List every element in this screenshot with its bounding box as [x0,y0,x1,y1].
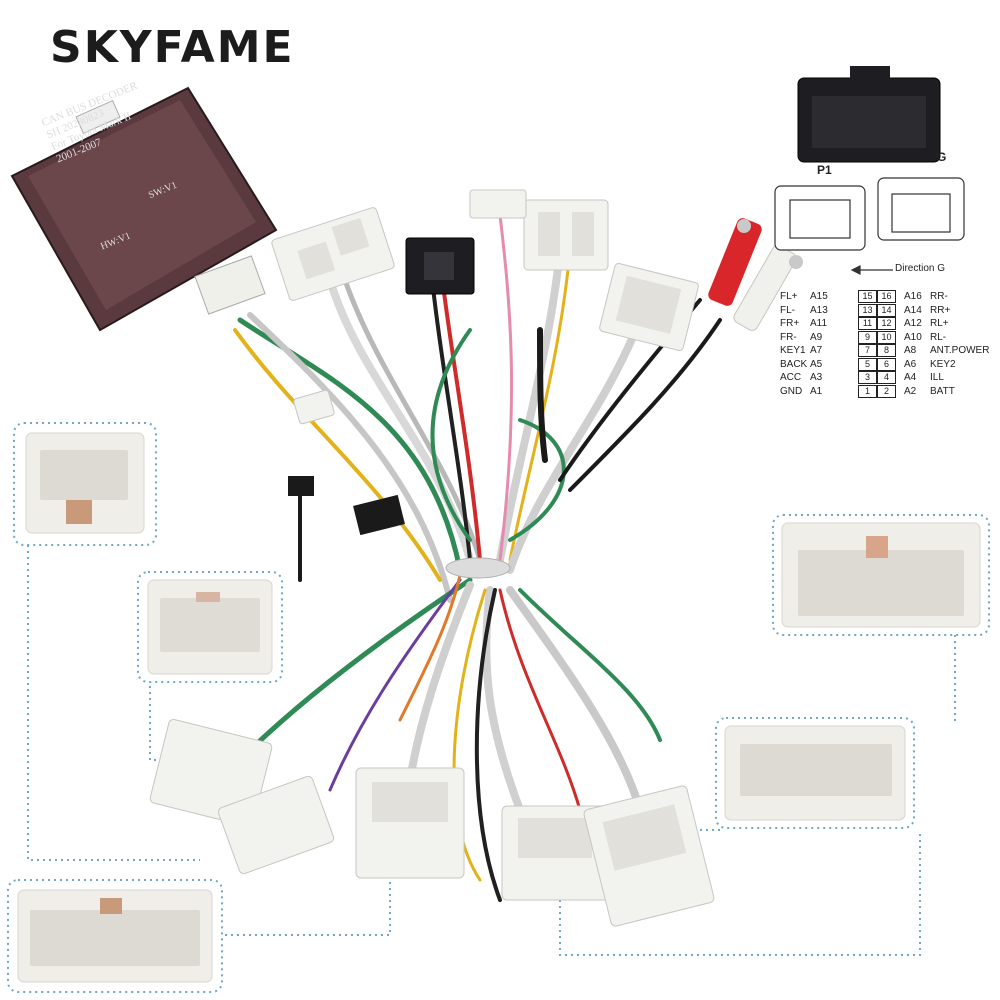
pin-left-name: FL- [780,304,795,316]
pin-right-number: 4 [877,371,896,384]
pinout-row: FL- A13 13 14 A14 RR+ [780,303,995,318]
pin-left-number: 15 [858,290,877,303]
pin-left-number: 3 [858,371,877,384]
pin-left-code: A1 [810,385,823,397]
connector-black [405,237,475,295]
pinout-row: FR+ A11 11 12 A12 RL+ [780,317,995,331]
pin-right-code: A4 [904,372,917,383]
pin-right-code: A16 [904,291,922,302]
pin-left-number: 5 [858,357,877,371]
connector-top-left [271,207,395,301]
pin-left-number: 13 [858,303,877,317]
connector-top-center [469,189,609,271]
callout-box-5 [715,717,915,829]
pin-left-code: A15 [810,291,828,302]
connector-bottom-3 [355,767,465,879]
pinout-row: KEY1 A7 7 8 A8 ANT.POWER [780,344,995,358]
pin-right-name: RL- [930,331,947,343]
pin-left-code: A9 [810,331,823,343]
pin-left-name: FL+ [780,291,798,302]
pinout-row: FL+ A15 15 16 A16 RR- [780,290,995,304]
callout-box-1 [13,422,157,546]
pin-left-number: 9 [858,330,877,344]
pinout-table: FL+ A15 15 16 A16 RR- FL- A13 13 14 A14 … [780,290,995,398]
pinout-row: GND A1 1 2 A2 BATT [780,384,995,399]
p1-label: P1 [817,163,832,177]
pin-right-code: A6 [904,358,917,370]
rca-plugs [708,218,803,331]
wire-bundle [233,213,722,902]
pin-right-code: A8 [904,345,917,356]
pinout-row: BACK A5 5 6 A6 KEY2 [780,357,995,372]
pinout-row: ACC A3 3 4 A4 ILL [780,371,995,385]
g-label: G [937,150,947,164]
can-bus-decoder [10,86,278,332]
connector-bottom-5 [583,785,715,927]
connector-bottom-4 [501,805,611,901]
pin-left-code: A11 [810,318,828,329]
pin-right-number: 8 [877,344,896,357]
pin-right-name: RR+ [930,304,951,316]
direction-label: Direction G [895,263,946,274]
pin-right-number: 6 [877,357,896,371]
connector-bottom-2 [217,775,335,875]
pin-left-code: A7 [810,345,823,356]
black-plug [288,476,405,536]
pin-right-name: ILL [930,372,944,383]
callout-box-3 [7,879,223,993]
pin-right-code: A14 [904,304,922,316]
pin-right-name: ANT.POWER [930,345,990,356]
pin-left-name: KEY1 [780,345,806,356]
pin-left-name: ACC [780,372,802,383]
pinout-diagram [774,177,965,275]
pin-left-name: FR+ [780,318,800,329]
pin-left-number: 7 [858,344,877,357]
pin-right-name: KEY2 [930,358,956,370]
pin-left-number: 1 [858,384,877,398]
connector-bottom-1 [149,719,273,827]
pin-right-number: 12 [877,317,896,330]
pin-right-number: 16 [877,290,896,303]
connector-top-right [599,262,699,352]
pin-right-name: RR- [930,291,948,302]
pin-left-code: A13 [810,304,828,316]
pin-right-number: 2 [877,384,896,398]
brand-logo: SKYFAME [50,22,295,73]
pin-left-name: BACK [780,358,808,370]
pin-right-code: A2 [904,385,917,397]
pin-left-code: A3 [810,372,823,383]
pin-right-number: 14 [877,303,896,317]
pin-left-number: 11 [858,317,877,330]
callout-box-4 [772,514,990,636]
pin-right-name: RL+ [930,318,949,329]
pin-left-code: A5 [810,358,823,370]
pin-left-name: FR- [780,331,797,343]
pin-right-name: BATT [930,385,955,397]
pin-right-number: 10 [877,330,896,344]
pin-left-name: GND [780,385,803,397]
small-connector-left [293,389,335,425]
pin-right-code: A10 [904,331,922,343]
pin-right-code: A12 [904,318,922,329]
callout-box-2 [137,571,283,683]
pinout-row: FR- A9 9 10 A10 RL- [780,330,995,345]
connector-16pin [797,66,941,163]
